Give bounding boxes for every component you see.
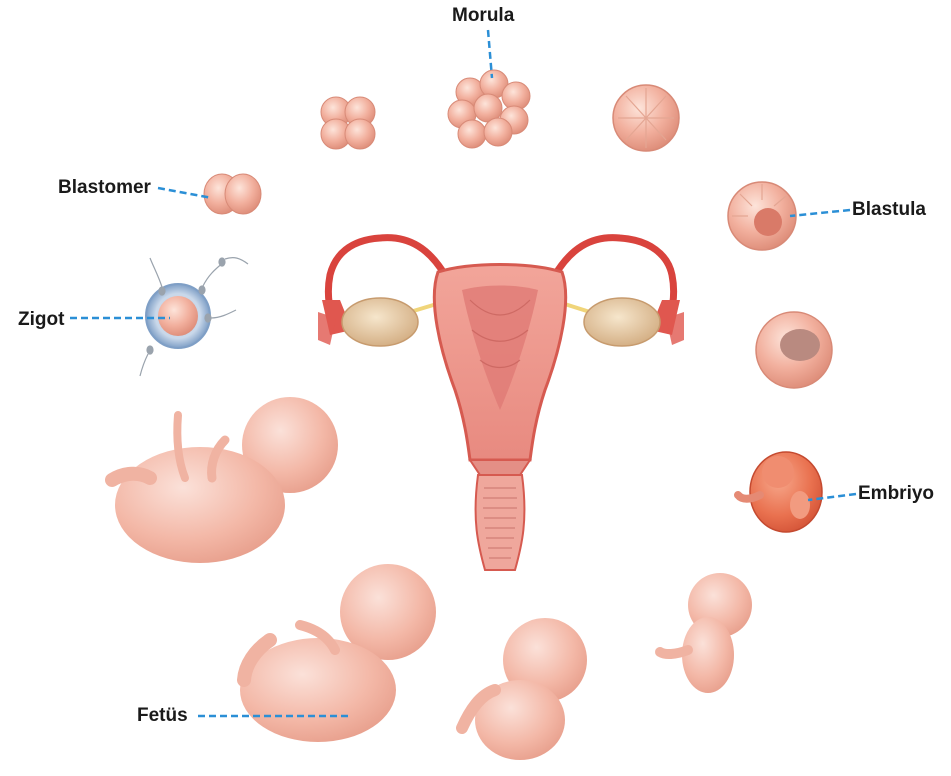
blastula-leader: [790, 210, 850, 216]
label-fetus: Fetüs: [137, 706, 188, 725]
blastula-stage: [728, 182, 796, 250]
fetus-small: [660, 573, 752, 693]
left-ovary: [342, 298, 418, 346]
compact-morula-stage: [613, 85, 679, 151]
right-ovary: [584, 298, 660, 346]
morula-stage: [448, 70, 530, 148]
blastocyst-stage: [756, 312, 832, 388]
label-morula: Morula: [452, 6, 514, 25]
vagina: [476, 475, 525, 570]
four-cell-stage: [321, 97, 375, 149]
label-blastomer: Blastomer: [58, 178, 151, 197]
uterus-illustration: [318, 238, 684, 570]
cervix: [470, 460, 530, 475]
label-zigot: Zigot: [18, 310, 64, 329]
zygote-stage: [140, 258, 248, 376]
fetus-medium: [462, 618, 587, 760]
two-cell-stage: [204, 174, 261, 214]
fetus-full-term: [112, 397, 338, 563]
embryo-stage: [738, 452, 822, 532]
label-blastula: Blastula: [852, 200, 926, 219]
label-embriyo: Embriyo: [858, 484, 934, 503]
